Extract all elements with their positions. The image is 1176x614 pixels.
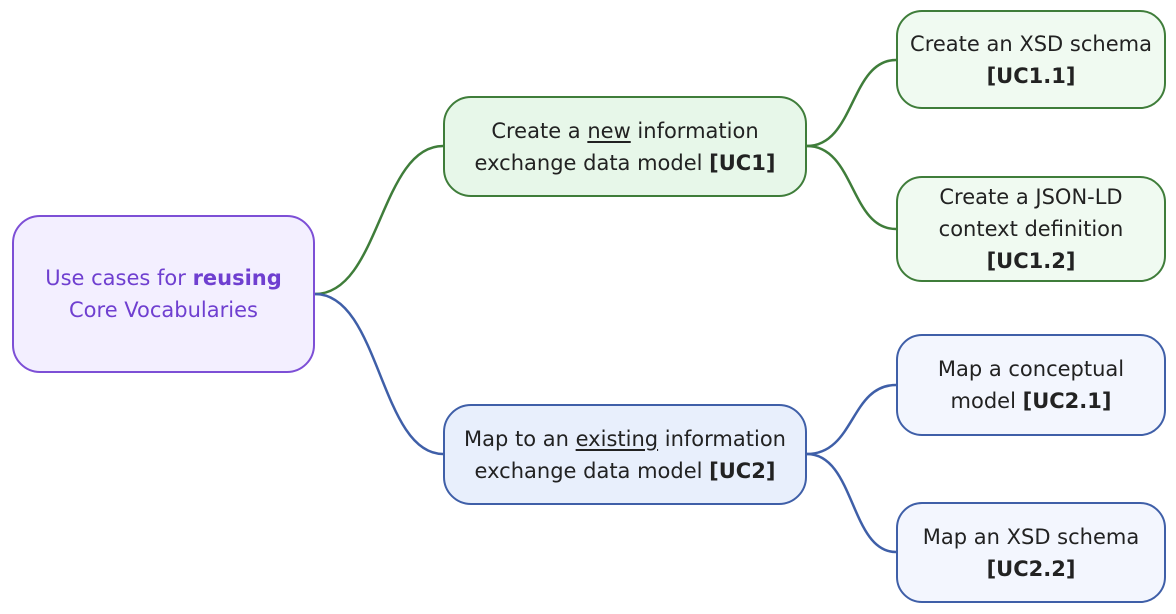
uc1-2-line-2: context definition xyxy=(938,217,1124,241)
uc1-code: [UC1] xyxy=(709,150,776,175)
uc2-code: [UC2] xyxy=(709,458,776,483)
uc1-line-2: exchange data model [UC1] xyxy=(475,147,776,179)
uc1-text-underlined: new xyxy=(587,118,631,143)
root-line-1: Use cases for reusing xyxy=(45,262,282,294)
uc2-text-c: exchange data model xyxy=(474,458,710,483)
root-text-prefix: Use cases for xyxy=(45,266,193,290)
uc1-2-code: [UC1.2] xyxy=(986,249,1076,273)
uc1-1-code: [UC1.1] xyxy=(986,63,1076,88)
uc1-2-line-1: Create a JSON-LD xyxy=(939,185,1123,209)
uc2-text-b: information xyxy=(658,426,786,451)
uc1-line-1: Create a new information xyxy=(491,115,758,147)
uc1-text-a: Create a xyxy=(491,118,588,143)
edge-root-uc2 xyxy=(314,292,444,456)
uc2-text-a: Map to an xyxy=(464,426,576,451)
uc2-1-line-2: model [UC2.1] xyxy=(951,385,1112,417)
node-uc1-create-new: Create a new information exchange data m… xyxy=(443,96,807,197)
edge-uc1-uc11 xyxy=(806,58,897,148)
uc2-line-1: Map to an existing information xyxy=(464,423,786,455)
uc2-2-code: [UC2.2] xyxy=(986,556,1076,581)
node-uc2-map-existing: Map to an existing information exchange … xyxy=(443,404,807,505)
node-uc1-2-jsonld-context: Create a JSON-LD context definition [UC1… xyxy=(896,176,1166,282)
root-text-emphasis: reusing xyxy=(192,266,282,290)
uc2-text-underlined: existing xyxy=(575,426,659,451)
edge-uc2-uc21 xyxy=(806,383,897,456)
node-uc2-1-conceptual-model: Map a conceptual model [UC2.1] xyxy=(896,334,1166,436)
uc2-line-2: exchange data model [UC2] xyxy=(475,455,776,487)
uc2-1-text: model xyxy=(950,389,1023,413)
uc2-2-line-1: Map an XSD schema xyxy=(922,524,1140,549)
uc1-text-c: exchange data model xyxy=(474,150,710,175)
uc1-1-line-1: Create an XSD schema xyxy=(910,31,1152,56)
root-line-2: Core Vocabularies xyxy=(69,298,258,322)
root-node-use-cases: Use cases for reusing Core Vocabularies xyxy=(12,215,315,373)
edge-uc2-uc22 xyxy=(806,452,897,554)
node-uc2-2-xsd-schema: Map an XSD schema [UC2.2] xyxy=(896,502,1166,603)
node-uc1-1-xsd-schema: Create an XSD schema [UC1.1] xyxy=(896,10,1166,109)
uc2-1-line-1: Map a conceptual xyxy=(937,357,1125,381)
uc1-text-b: information xyxy=(630,118,759,143)
edge-uc1-uc12 xyxy=(806,144,897,231)
uc2-1-code: [UC2.1] xyxy=(1022,389,1112,413)
edge-root-uc1 xyxy=(314,144,444,296)
